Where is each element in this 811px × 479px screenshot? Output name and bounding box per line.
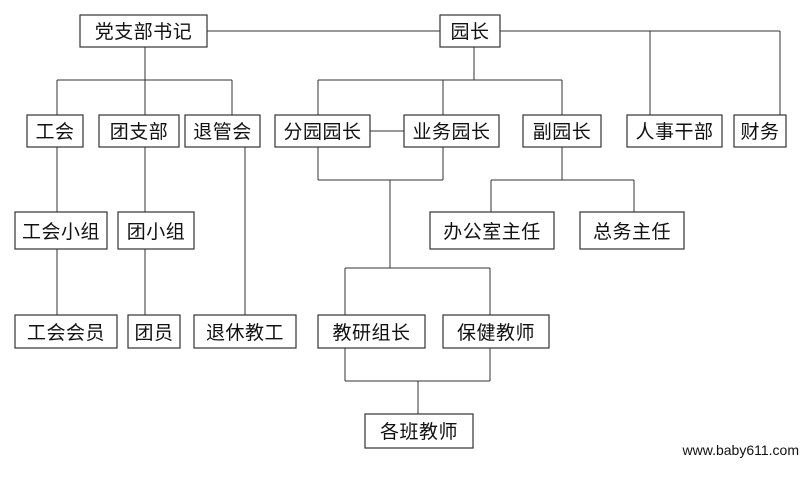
node-finance-label: 财务 xyxy=(740,121,779,143)
node-retiree-management-label: 退管会 xyxy=(193,121,252,143)
node-party-secretary-label: 党支部书记 xyxy=(95,21,193,43)
node-principal: 园长 xyxy=(439,14,501,48)
node-retiree-management: 退管会 xyxy=(184,114,261,148)
node-business-principal: 业务园长 xyxy=(403,114,500,148)
node-health-teacher-label: 保健教师 xyxy=(457,322,535,344)
node-general-affairs-director-label: 总务主任 xyxy=(593,221,671,243)
node-vice-principal-label: 副园长 xyxy=(533,121,592,143)
node-branch-principal-label: 分园园长 xyxy=(283,121,361,143)
node-office-director-label: 办公室主任 xyxy=(443,221,541,243)
node-principal-label: 园长 xyxy=(450,21,489,43)
node-union-group-label: 工会小组 xyxy=(22,221,100,243)
node-union-group: 工会小组 xyxy=(14,211,108,250)
node-business-principal-label: 业务园长 xyxy=(412,121,490,143)
node-youth-league-branch-label: 团支部 xyxy=(110,121,169,143)
node-league-group: 团小组 xyxy=(117,211,195,250)
node-labor-union: 工会 xyxy=(26,114,84,148)
node-branch-principal: 分园园长 xyxy=(274,114,371,148)
node-party-secretary: 党支部书记 xyxy=(79,14,208,48)
node-labor-union-label: 工会 xyxy=(35,121,74,143)
node-youth-league-branch: 团支部 xyxy=(98,114,180,148)
node-hr-department-label: 人事干部 xyxy=(635,121,713,143)
node-union-members: 工会会员 xyxy=(14,314,118,349)
node-league-members-label: 团员 xyxy=(134,322,173,344)
node-league-members: 团员 xyxy=(127,314,181,349)
node-research-leader: 教研组长 xyxy=(317,314,426,349)
node-retired-staff-label: 退休教工 xyxy=(206,322,284,344)
node-office-director: 办公室主任 xyxy=(429,211,555,250)
node-class-teachers-label: 各班教师 xyxy=(380,421,458,443)
node-research-leader-label: 教研组长 xyxy=(332,322,410,344)
node-finance: 财务 xyxy=(733,114,787,148)
node-union-members-label: 工会会员 xyxy=(27,322,105,344)
node-health-teacher: 保健教师 xyxy=(442,314,550,349)
node-vice-principal: 副园长 xyxy=(522,114,602,148)
node-hr-department: 人事干部 xyxy=(626,114,723,148)
node-class-teachers: 各班教师 xyxy=(364,413,474,449)
node-league-group-label: 团小组 xyxy=(127,221,186,243)
node-general-affairs-director: 总务主任 xyxy=(579,211,685,250)
watermark-url: www.baby611.com xyxy=(682,442,799,458)
node-retired-staff: 退休教工 xyxy=(193,314,297,349)
connector-lines xyxy=(56,30,781,414)
